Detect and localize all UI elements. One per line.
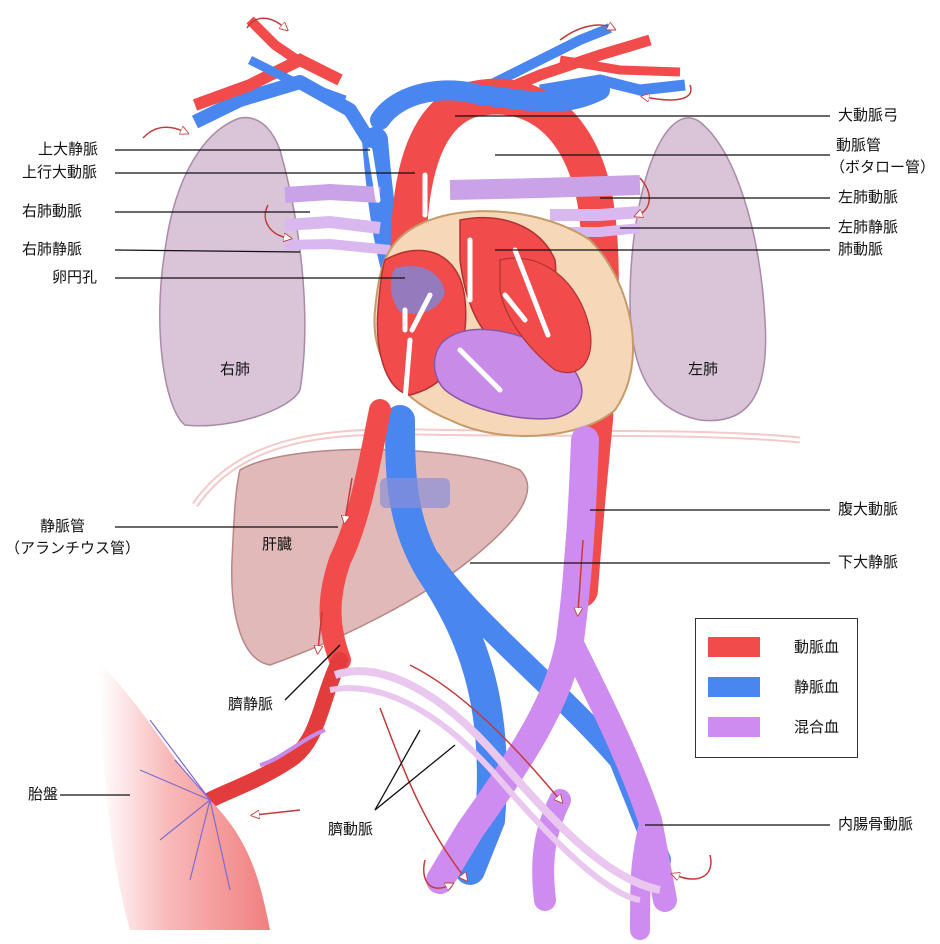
label-left-pulmonary-artery: 左肺動脈	[838, 188, 899, 206]
label-ductus-arteriosus-alt: （ボタロー管）	[830, 158, 936, 176]
label-abdominal-aorta: 腹大動脈	[838, 500, 899, 518]
ductus-venosus-vessel	[319, 399, 391, 671]
legend-swatch-venous	[708, 677, 760, 697]
legend-label-arterial: 動脈血	[794, 638, 840, 656]
legend-item-arterial: 動脈血	[708, 637, 848, 657]
legend-box: 動脈血 静脈血 混合血	[695, 618, 858, 758]
umbilical-vein-vessel	[202, 652, 348, 808]
label-internal-iliac-artery: 内腸骨動脈	[838, 815, 914, 833]
label-liver: 肝臓	[262, 535, 293, 553]
label-superior-vena-cava: 上大静脈	[38, 140, 99, 158]
label-foramen-ovale: 卵円孔	[52, 268, 98, 286]
label-placenta: 胎盤	[28, 785, 59, 803]
left-lung-shape	[629, 117, 767, 422]
legend-swatch-mixed	[708, 717, 760, 737]
placenta-shape	[100, 665, 270, 930]
legend-swatch-arterial	[708, 637, 760, 657]
umbilical-artery-vessel	[333, 667, 661, 894]
legend-item-mixed: 混合血	[708, 717, 848, 737]
legend-label-mixed: 混合血	[794, 718, 840, 736]
label-left-pulmonary-vein: 左肺静脈	[838, 218, 899, 236]
label-umbilical-artery: 臍動脈	[328, 820, 374, 838]
label-ductus-venosus-alt: （アランチウス管）	[5, 539, 141, 557]
left-pulmonary-artery-vessel	[449, 175, 641, 200]
label-aortic-arch: 大動脈弓	[838, 106, 899, 124]
label-ductus-arteriosus: 動脈管	[836, 136, 882, 154]
legend-label-venous: 静脈血	[794, 678, 840, 696]
label-right-pulmonary-vein: 右肺静脈	[22, 240, 83, 258]
left-pulmonary-vein-vessel	[550, 206, 641, 221]
label-left-lung: 左肺	[688, 360, 719, 378]
label-ascending-aorta: 上行大動脈	[22, 163, 98, 181]
flow-arrows	[142, 17, 712, 888]
label-inferior-vena-cava: 下大静脈	[838, 553, 899, 571]
legend-item-venous: 静脈血	[708, 677, 848, 697]
label-ductus-venosus: 静脈管	[40, 517, 86, 535]
right-pulmonary-artery-vessel	[284, 183, 381, 203]
label-right-lung: 右肺	[220, 360, 251, 378]
label-right-pulmonary-artery: 右肺動脈	[22, 202, 83, 220]
right-lung-shape	[159, 116, 306, 427]
label-pulmonary-artery: 肺動脈	[838, 240, 884, 258]
label-umbilical-vein: 臍静脈	[228, 695, 274, 713]
